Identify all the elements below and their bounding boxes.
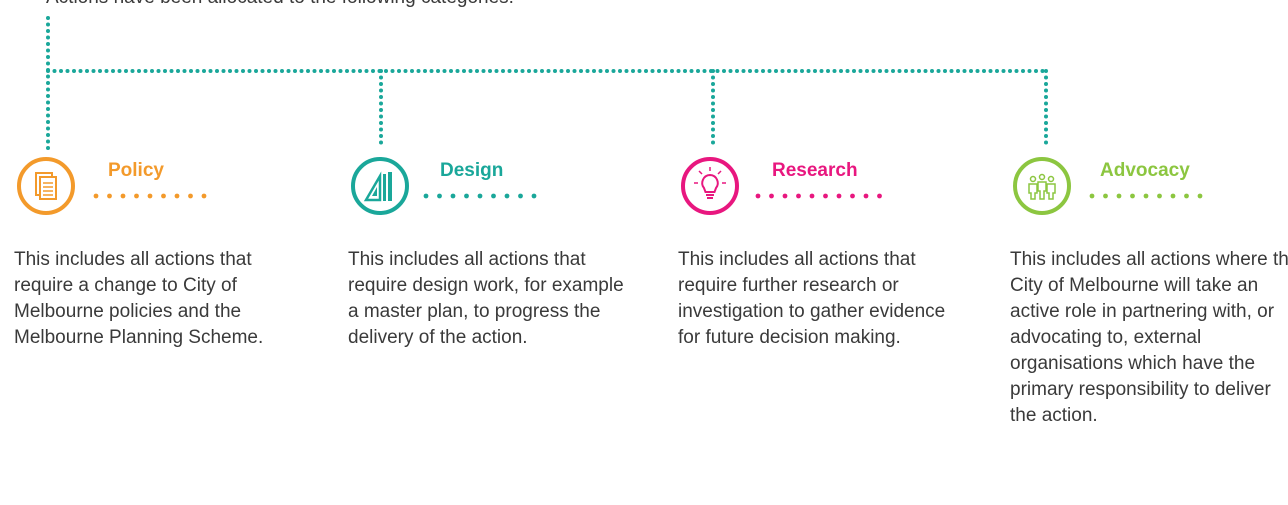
label-underline-dots: [1089, 193, 1203, 199]
category-label-research: Research: [772, 160, 858, 181]
label-underline-dots: [93, 193, 207, 199]
intro-text: Actions have been allocated to the follo…: [46, 0, 514, 9]
label-underline-dots: [423, 193, 537, 199]
category-description-design: This includes all actions that require d…: [348, 249, 624, 348]
category-label-design: Design: [440, 160, 504, 181]
category-label-advocacy: Advocacy: [1100, 160, 1190, 181]
category-description-advocacy: This includes all actions where the City…: [1010, 249, 1288, 426]
category-description-policy: This includes all actions that require a…: [14, 249, 264, 348]
category-label-policy: Policy: [108, 160, 164, 181]
category-description-research: This includes all actions that require f…: [678, 249, 946, 348]
people-group-icon: [1013, 157, 1071, 215]
label-underline-dots: [755, 193, 882, 199]
lightbulb-icon: [681, 157, 739, 215]
documents-icon: [17, 157, 75, 215]
design-tools-icon: [351, 157, 409, 215]
